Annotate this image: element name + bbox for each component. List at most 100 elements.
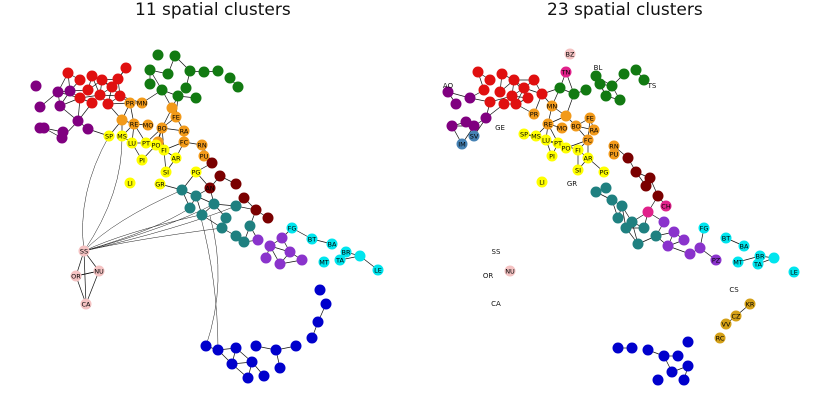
node-label: PO bbox=[151, 142, 160, 150]
node-label: BA bbox=[740, 243, 749, 251]
cluster-node bbox=[468, 120, 480, 132]
cluster-node bbox=[198, 150, 210, 162]
cluster-node bbox=[618, 68, 630, 80]
cluster-node bbox=[62, 67, 74, 79]
cluster-node bbox=[620, 222, 632, 234]
cluster-node bbox=[190, 166, 202, 178]
cluster-node bbox=[178, 136, 190, 148]
cluster-node bbox=[788, 266, 800, 278]
cluster-node bbox=[264, 240, 276, 252]
cluster-node bbox=[156, 84, 168, 96]
long-range-edge bbox=[205, 215, 219, 347]
cluster-node bbox=[172, 90, 184, 102]
cluster-node bbox=[614, 94, 626, 106]
cluster-node bbox=[196, 209, 208, 221]
cluster-node bbox=[140, 137, 152, 149]
node-label: MS bbox=[117, 133, 127, 141]
left-panel-title: 11 spatial clusters bbox=[135, 0, 291, 20]
cluster-node bbox=[244, 220, 256, 232]
long-range-edge bbox=[83, 203, 215, 252]
cluster-node bbox=[528, 74, 540, 86]
cluster-node bbox=[232, 81, 244, 93]
node-label: BO bbox=[157, 125, 166, 133]
cluster-node bbox=[556, 122, 568, 134]
cluster-node bbox=[510, 98, 522, 110]
node-label: BZ bbox=[566, 51, 575, 59]
cluster-node bbox=[212, 65, 224, 77]
cluster-node bbox=[158, 144, 170, 156]
cluster-node bbox=[102, 98, 114, 110]
cluster-node bbox=[184, 202, 196, 214]
long-range-edge bbox=[199, 213, 219, 351]
cluster-node bbox=[176, 184, 188, 196]
cluster-node bbox=[314, 284, 326, 296]
cluster-node bbox=[238, 236, 250, 248]
cluster-node bbox=[82, 84, 94, 96]
cluster-node bbox=[114, 90, 126, 102]
node-label: FG bbox=[288, 225, 297, 233]
cluster-node bbox=[258, 370, 270, 382]
cluster-node bbox=[570, 120, 582, 132]
unclustered-province-label: SS bbox=[492, 248, 501, 256]
node-label: BT bbox=[722, 235, 730, 243]
cluster-node bbox=[616, 200, 628, 212]
cluster-node bbox=[630, 64, 642, 76]
cluster-node bbox=[694, 242, 706, 254]
long-range-edge bbox=[83, 227, 223, 252]
cluster-node bbox=[626, 342, 638, 354]
cluster-node bbox=[632, 238, 644, 250]
cluster-node bbox=[572, 164, 584, 176]
cluster-node bbox=[64, 85, 76, 97]
node-label: LU bbox=[128, 140, 136, 148]
cluster-node bbox=[588, 124, 600, 136]
cluster-node bbox=[710, 254, 722, 266]
node-label: BT bbox=[308, 236, 316, 244]
node-label: RE bbox=[130, 121, 139, 129]
cluster-node bbox=[522, 92, 534, 104]
cluster-node bbox=[638, 74, 650, 86]
cluster-node bbox=[668, 226, 680, 238]
cluster-node bbox=[650, 230, 662, 242]
cluster-node bbox=[238, 192, 250, 204]
cluster-node bbox=[564, 48, 576, 60]
long-range-edge bbox=[83, 189, 183, 252]
long-range-edge bbox=[83, 207, 191, 252]
cluster-node bbox=[120, 62, 132, 74]
cluster-node bbox=[200, 340, 212, 352]
cluster-node bbox=[456, 138, 468, 150]
unclustered-province-label: GR bbox=[567, 180, 577, 188]
cluster-node bbox=[250, 204, 262, 216]
cluster-node bbox=[658, 216, 670, 228]
cluster-node bbox=[678, 374, 690, 386]
node-label: MT bbox=[733, 259, 743, 267]
cluster-node bbox=[582, 152, 594, 164]
network-edge bbox=[83, 250, 87, 305]
node-label: BR bbox=[756, 253, 765, 261]
cluster-node bbox=[306, 233, 318, 245]
cluster-node bbox=[52, 86, 64, 98]
cluster-node bbox=[212, 344, 224, 356]
cluster-node bbox=[136, 154, 148, 166]
cluster-node bbox=[484, 96, 496, 108]
node-label: PO bbox=[561, 145, 570, 153]
node-label: RE bbox=[544, 121, 553, 129]
cluster-node bbox=[518, 82, 530, 94]
cluster-node bbox=[116, 114, 128, 126]
cluster-node bbox=[72, 115, 84, 127]
cluster-node bbox=[86, 70, 98, 82]
node-label: SV bbox=[470, 133, 479, 141]
node-label: PZ bbox=[712, 257, 721, 265]
node-label: TA bbox=[753, 261, 762, 269]
node-label: TN bbox=[561, 69, 571, 77]
cluster-node bbox=[224, 72, 236, 84]
cluster-node bbox=[658, 350, 670, 362]
cluster-node bbox=[468, 130, 480, 142]
cluster-node bbox=[230, 200, 242, 212]
cluster-node bbox=[230, 178, 242, 190]
cluster-node bbox=[260, 252, 272, 264]
cluster-node bbox=[530, 130, 542, 142]
cluster-node bbox=[216, 222, 228, 234]
cluster-node bbox=[496, 68, 508, 80]
node-label: SP bbox=[520, 131, 528, 139]
